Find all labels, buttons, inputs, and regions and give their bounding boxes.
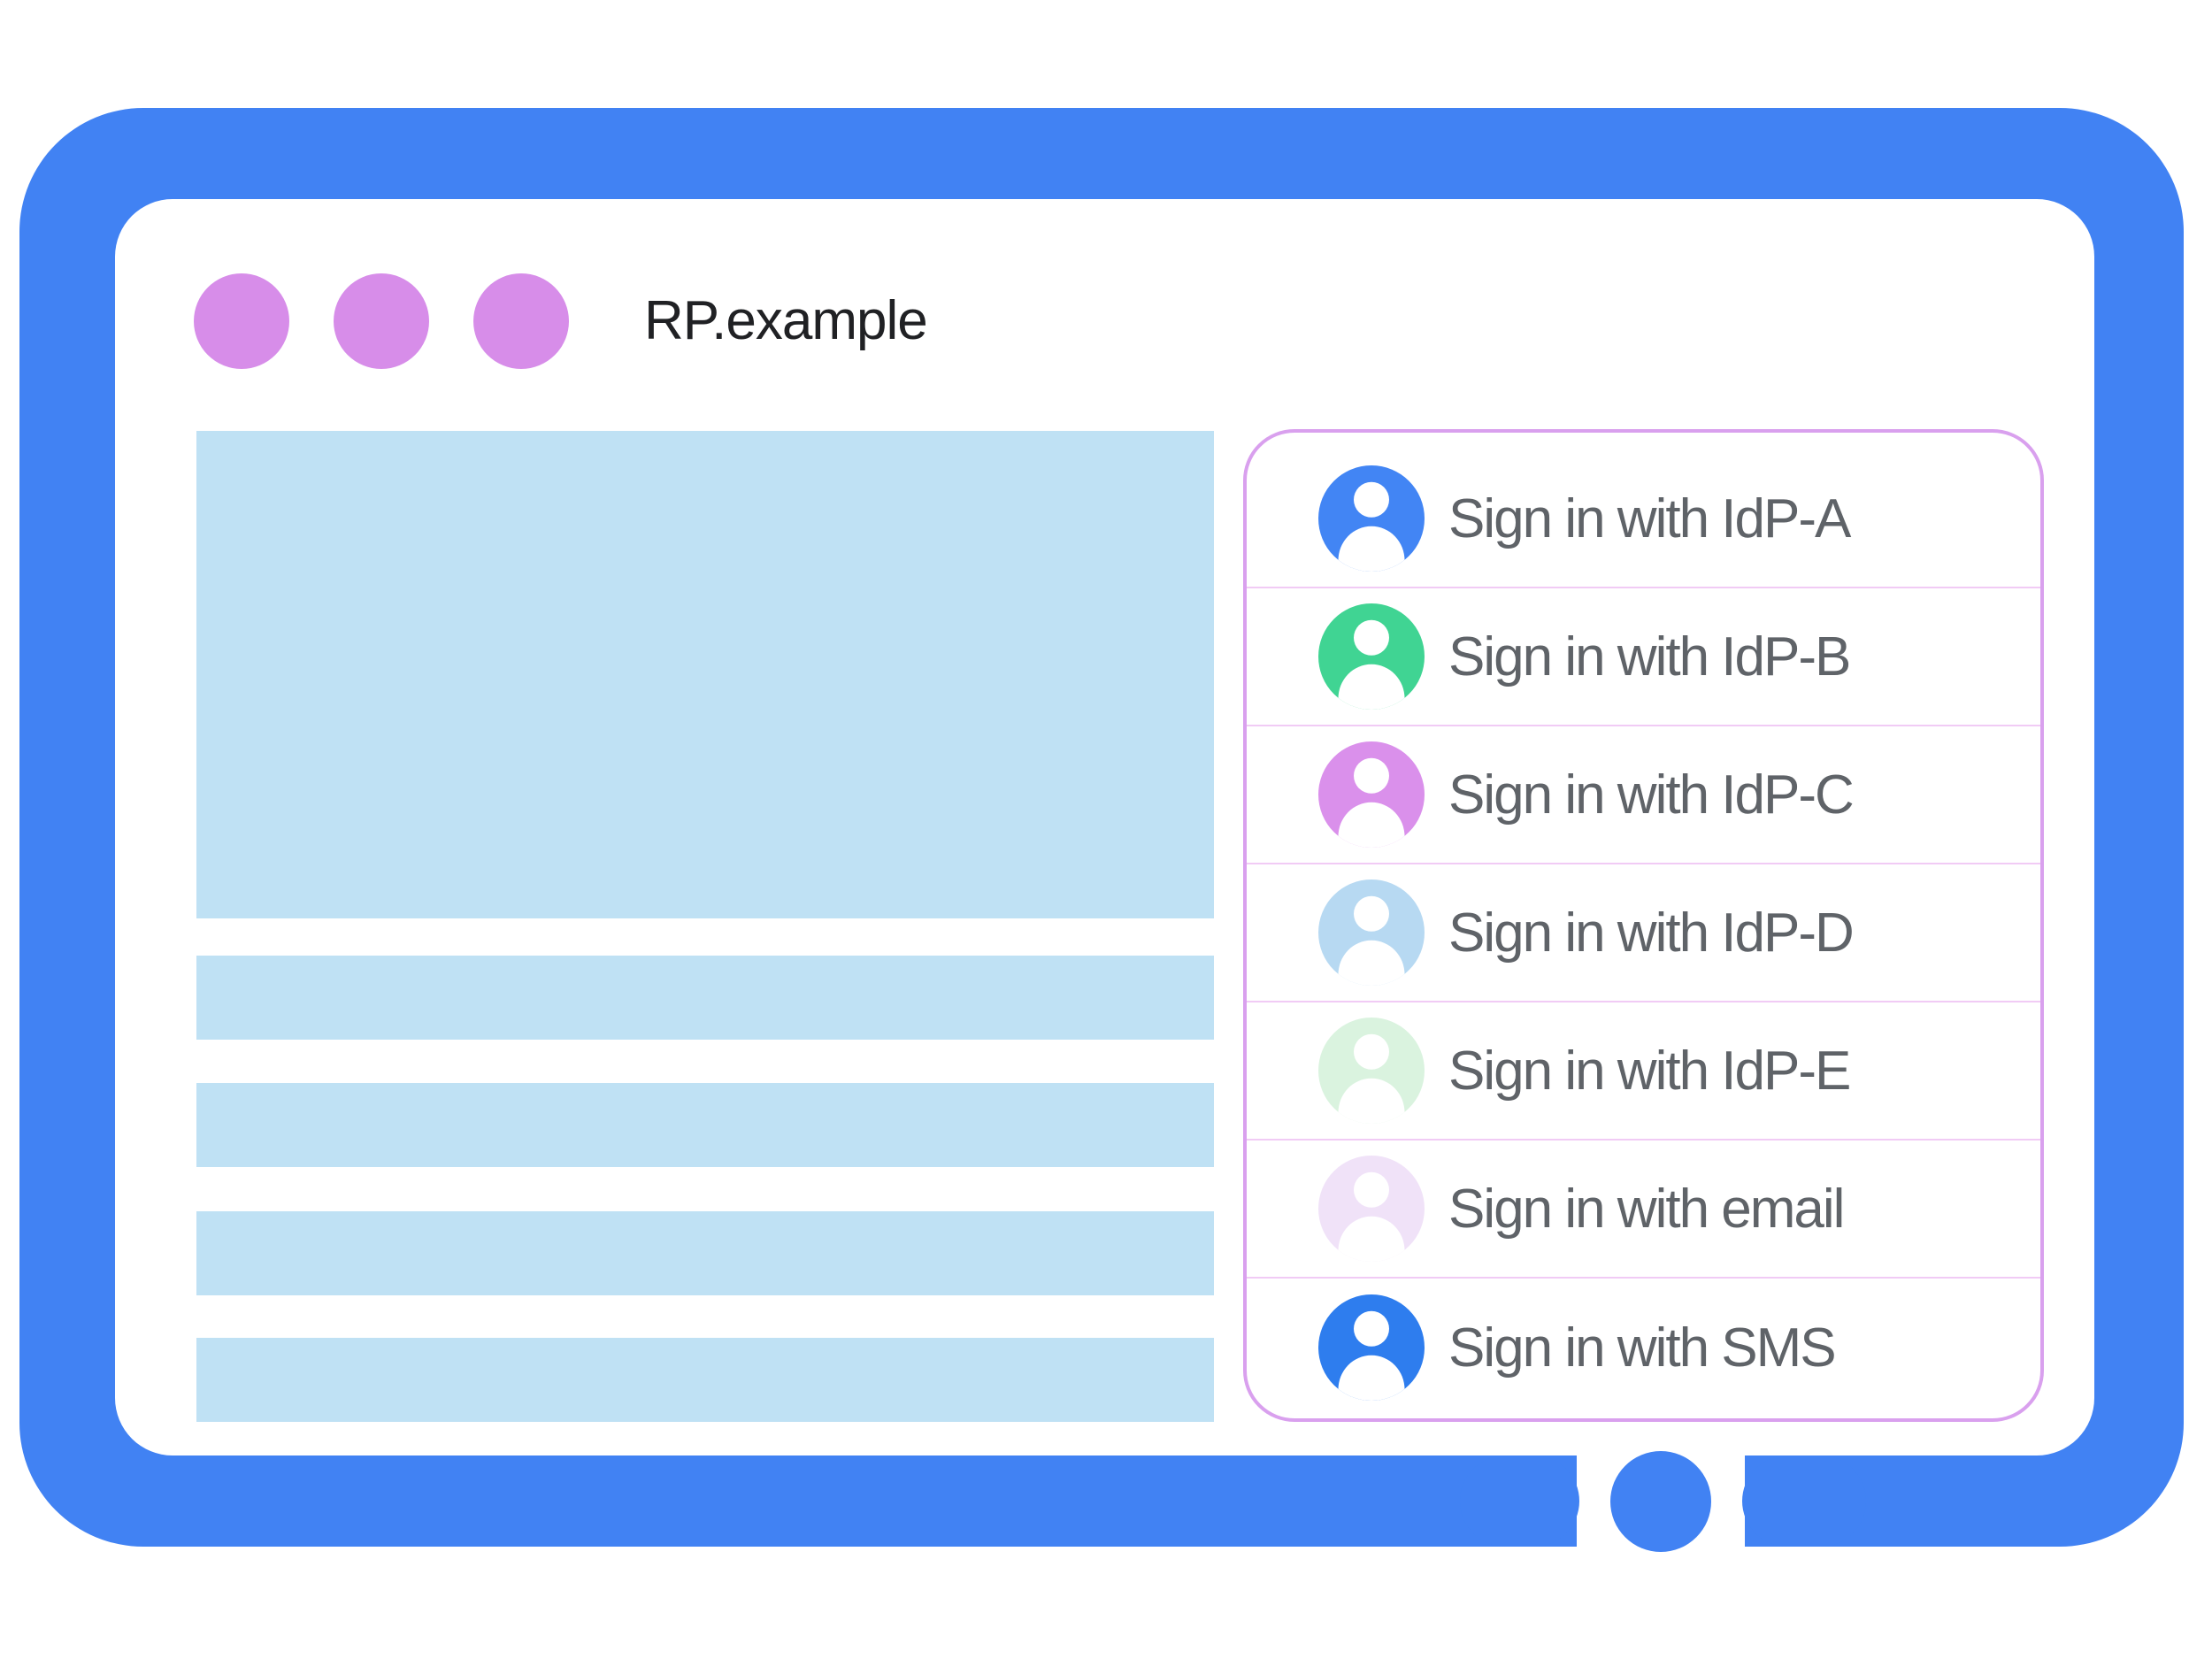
signin-option-label: Sign in with IdP-E <box>1448 1040 1851 1102</box>
signin-option-label: Sign in with IdP-D <box>1448 902 1855 964</box>
account-circle-icon <box>1318 1018 1425 1124</box>
signin-option-label: Sign in with SMS <box>1448 1317 1837 1379</box>
content-placeholder-line <box>196 956 1214 1040</box>
signin-dialog: Sign in with IdP-A Sign in with IdP-B Sign… <box>1243 429 2044 1422</box>
signin-option[interactable]: Sign in with IdP-E <box>1247 1002 2040 1141</box>
signin-option-label: Sign in with IdP-C <box>1448 764 1855 826</box>
content-placeholder-line <box>196 1338 1214 1422</box>
bottom-bar-right-segment <box>1742 1455 1866 1547</box>
content-placeholder-hero <box>196 431 1214 918</box>
account-circle-icon <box>1318 603 1425 710</box>
window-control-dot[interactable] <box>194 273 289 369</box>
signin-option[interactable]: Sign in with SMS <box>1247 1279 2040 1417</box>
signin-option-label: Sign in with email <box>1448 1178 1845 1240</box>
bottom-bar-left-segment <box>1460 1455 1579 1547</box>
window-control-dot[interactable] <box>473 273 569 369</box>
signin-option[interactable]: Sign in with IdP-D <box>1247 864 2040 1002</box>
account-circle-icon <box>1318 1156 1425 1262</box>
content-placeholder-line <box>196 1211 1214 1295</box>
window-control-dot[interactable] <box>334 273 429 369</box>
signin-option[interactable]: Sign in with IdP-C <box>1247 726 2040 864</box>
site-title: RP.example <box>644 290 928 351</box>
content-placeholder-line <box>196 1083 1214 1167</box>
signin-option-label: Sign in with IdP-B <box>1448 626 1851 687</box>
account-circle-icon <box>1318 1294 1425 1401</box>
signin-option[interactable]: Sign in with IdP-B <box>1247 588 2040 726</box>
home-button[interactable] <box>1610 1451 1711 1552</box>
account-circle-icon <box>1318 741 1425 848</box>
signin-option[interactable]: Sign in with IdP-A <box>1247 450 2040 588</box>
signin-option-label: Sign in with IdP-A <box>1448 488 1851 549</box>
account-circle-icon <box>1318 465 1425 572</box>
account-circle-icon <box>1318 879 1425 986</box>
signin-option[interactable]: Sign in with email <box>1247 1141 2040 1279</box>
